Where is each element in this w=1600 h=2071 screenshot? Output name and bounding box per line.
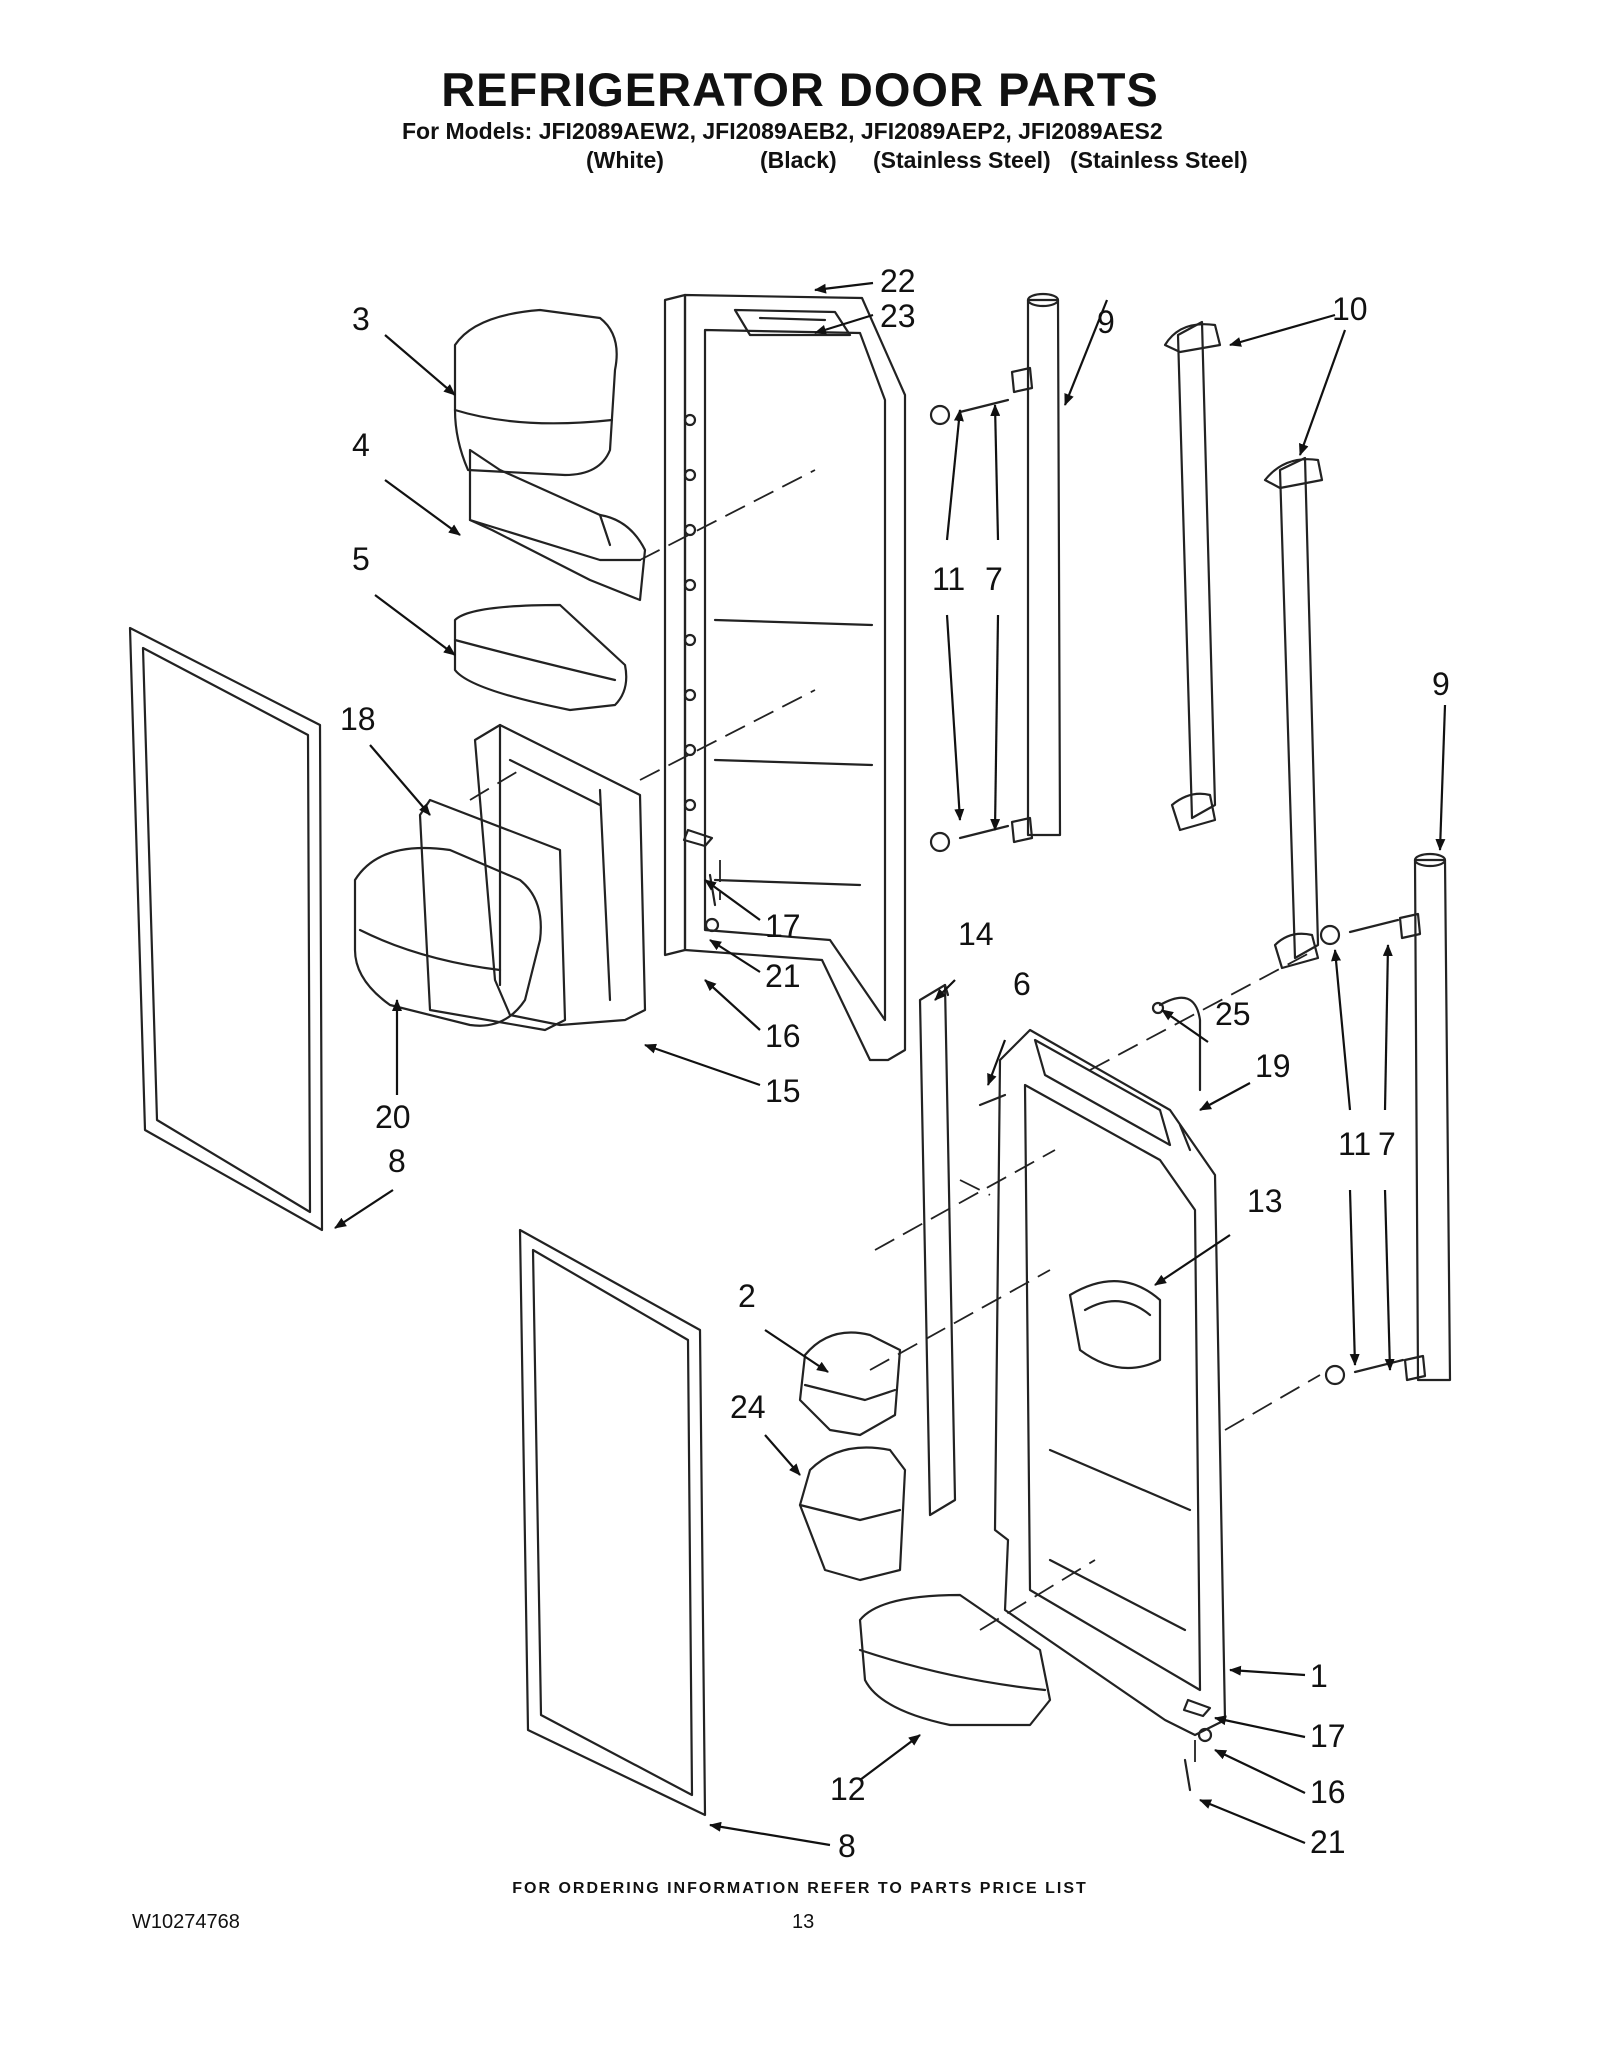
callout-label: 22: [880, 263, 916, 299]
shelf-cover: [453, 308, 618, 477]
callout-label: 6: [1013, 966, 1031, 1002]
ice-bin: [418, 798, 567, 1032]
callout-label: 3: [352, 301, 370, 337]
callout-label: 16: [765, 1018, 801, 1054]
callout-label: 25: [1215, 996, 1251, 1032]
ice-bin-front: [353, 846, 542, 1027]
small-door-bin: [798, 1331, 902, 1437]
callout-label: 8: [838, 1828, 856, 1864]
callout-label: 2: [738, 1278, 756, 1314]
callout-label: 4: [352, 427, 370, 463]
callout-labels: 22 23 3 9 10 4 11 7 5 9 18 17 21 16 14 6…: [340, 263, 1450, 1864]
callout-label: 7: [1378, 1126, 1396, 1162]
lower-door-handle: [1319, 852, 1452, 1386]
callout-label: 16: [1310, 1774, 1346, 1810]
callout-label: 8: [388, 1143, 406, 1179]
callout-label: 18: [340, 701, 376, 737]
bottom-door-bin: [858, 1593, 1052, 1727]
lower-door-gasket: [518, 1228, 707, 1817]
upper-door-handle: [929, 292, 1062, 853]
page-title: REFRIGERATOR DOOR PARTS: [441, 63, 1159, 116]
model-color-black: (Black): [760, 147, 837, 173]
callout-label: 24: [730, 1389, 766, 1425]
model-color-stainless-2: (Stainless Steel): [1070, 147, 1248, 173]
handle-trim-pieces: [1163, 320, 1324, 970]
callout-label: 23: [880, 298, 916, 334]
upper-door-gasket: [128, 626, 324, 1232]
callout-label: 21: [1310, 1824, 1346, 1860]
dispenser-door: [993, 1028, 1227, 1737]
callout-label: 20: [375, 1099, 411, 1135]
callout-label: 13: [1247, 1183, 1283, 1219]
upper-door-liner: [663, 293, 907, 1062]
door-bin: [468, 448, 647, 602]
callout-label: 14: [958, 916, 994, 952]
hinge-hardware: [682, 828, 1213, 1792]
callout-label: 12: [830, 1771, 866, 1807]
models-line: For Models: JFI2089AEW2, JFI2089AEB2, JF…: [402, 118, 1163, 144]
callout-label: 7: [985, 561, 1003, 597]
callout-label: 15: [765, 1073, 801, 1109]
water-tube: [1151, 996, 1202, 1092]
model-color-white: (White): [586, 147, 664, 173]
callout-label: 21: [765, 958, 801, 994]
callout-label: 9: [1432, 666, 1450, 702]
callout-label: 19: [1255, 1048, 1291, 1084]
ice-bin-housing: [473, 723, 647, 1027]
shallow-bin: [453, 603, 628, 712]
callout-label: 1: [1310, 1658, 1328, 1694]
callout-label: 11: [1338, 1126, 1371, 1162]
tall-door-bin: [798, 1446, 907, 1582]
callout-label: 11: [932, 561, 965, 597]
document-number: W10274768: [132, 1911, 240, 1933]
callout-label: 10: [1332, 291, 1368, 327]
door-trim-strip: [918, 983, 957, 1517]
callout-label: 9: [1097, 304, 1115, 340]
model-color-stainless-1: (Stainless Steel): [873, 147, 1051, 173]
callout-label: 17: [1310, 1718, 1346, 1754]
page-number: 13: [792, 1911, 815, 1933]
callout-label: 17: [765, 908, 801, 944]
ordering-note: FOR ORDERING INFORMATION REFER TO PARTS …: [512, 1880, 1088, 1897]
callout-label: 5: [352, 541, 370, 577]
